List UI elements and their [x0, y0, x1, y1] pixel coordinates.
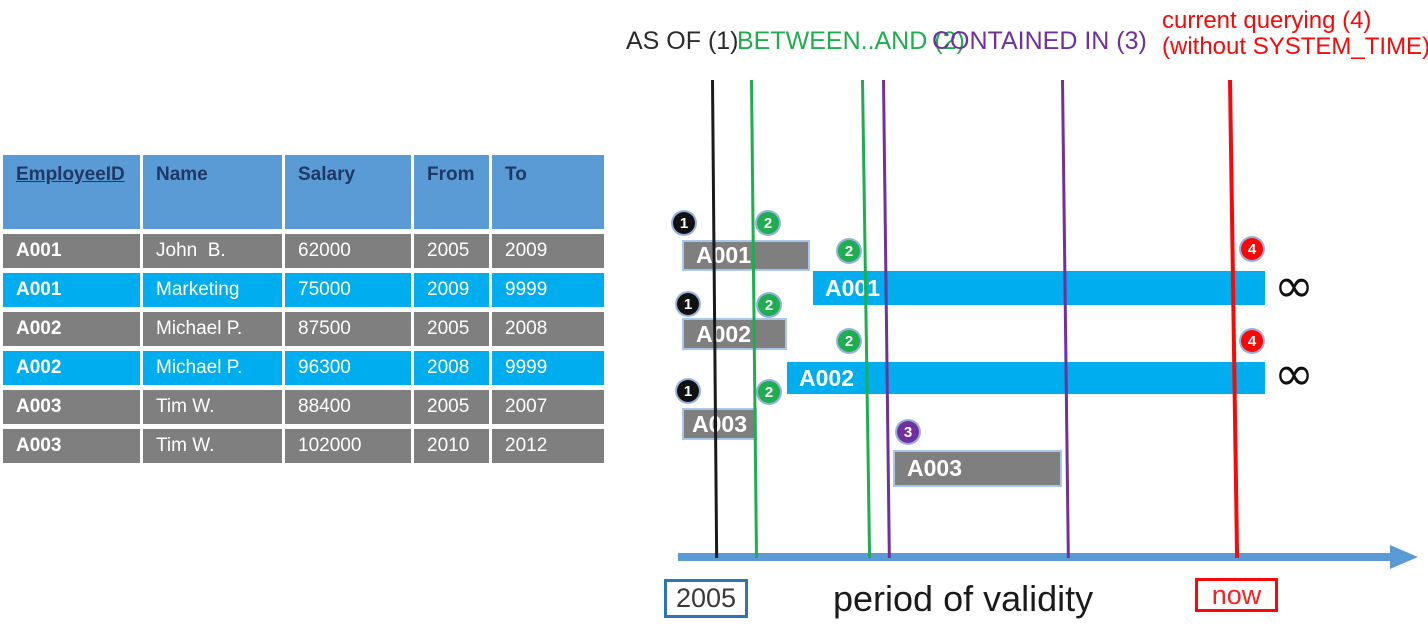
badge-3: 3 [897, 421, 919, 443]
column-header-name: Name [143, 155, 282, 229]
contained-end-line [1061, 79, 1070, 558]
column-header-from: From [414, 155, 489, 229]
bar-label: A001 [825, 274, 880, 301]
legend-between-and: BETWEEN..AND (2) [737, 27, 965, 55]
table-row: A002 Michael P. 87500 2005 2008 [3, 312, 604, 346]
bar-label: A003 [907, 455, 962, 481]
badge-2: 2 [757, 212, 779, 234]
cell-to: 2007 [492, 390, 604, 424]
cell-employeeid: A001 [3, 273, 140, 307]
table-row: A002 Michael P. 96300 2008 9999 [3, 351, 604, 385]
legend-current-querying: current querying (4) (without SYSTEM_TIM… [1162, 8, 1428, 60]
infinity-icon: ∞ [1274, 346, 1314, 402]
now-line [1228, 79, 1240, 558]
cell-salary: 87500 [285, 312, 411, 346]
period-bar-a002-old: A002 [682, 318, 787, 350]
period-bar-a001-old: A001 [682, 240, 810, 271]
badge-1: 1 [677, 293, 699, 315]
cell-name: Michael P. [143, 312, 282, 346]
cell-salary: 62000 [285, 234, 411, 268]
badge-2: 2 [758, 381, 780, 403]
cell-from: 2010 [414, 429, 489, 463]
cell-name: John B. [143, 234, 282, 268]
cell-salary: 102000 [285, 429, 411, 463]
axis-now-label: now [1195, 578, 1278, 612]
bar-label: A002 [799, 364, 854, 391]
badge-4: 4 [1241, 330, 1263, 352]
table-header-row: EmployeeID Name Salary From To [3, 155, 604, 229]
period-bar-a003-old: A003 [682, 408, 757, 440]
period-bar-a001-current: A001 [813, 271, 1265, 305]
cell-to: 2009 [492, 234, 604, 268]
cell-name: Tim W. [143, 390, 282, 424]
legend-as-of: AS OF (1) [626, 27, 739, 55]
period-bar-a002-current: A002 [787, 362, 1265, 394]
legend-current-querying-line2: (without SYSTEM_TIME) [1162, 33, 1428, 60]
legend-current-querying-line1: current querying (4) [1162, 7, 1372, 34]
badge-2: 2 [758, 294, 780, 316]
cell-to: 9999 [492, 273, 604, 307]
between-end-line [861, 79, 872, 558]
column-header-to: To [492, 155, 604, 229]
cell-from: 2008 [414, 351, 489, 385]
column-header-employeeid: EmployeeID [3, 155, 140, 229]
cell-name: Tim W. [143, 429, 282, 463]
cell-employeeid: A002 [3, 312, 140, 346]
cell-from: 2005 [414, 234, 489, 268]
cell-from: 2005 [414, 312, 489, 346]
cell-to: 9999 [492, 351, 604, 385]
legend-contained-in: CONTAINED IN (3) [932, 27, 1147, 55]
cell-salary: 75000 [285, 273, 411, 307]
badge-2: 2 [838, 240, 860, 262]
cell-name: Michael P. [143, 351, 282, 385]
table-row: A003 Tim W. 88400 2005 2007 [3, 390, 604, 424]
badge-1: 1 [673, 212, 695, 234]
badge-1: 1 [677, 380, 699, 402]
cell-from: 2005 [414, 390, 489, 424]
table-row: A001 Marketing 75000 2009 9999 [3, 273, 604, 307]
bar-label: A002 [696, 320, 751, 347]
cell-to: 2008 [492, 312, 604, 346]
contained-start-line [882, 79, 891, 558]
axis-start-label: 2005 [664, 579, 748, 618]
bar-label: A003 [692, 410, 747, 437]
cell-name: Marketing [143, 273, 282, 307]
table-row: A001 John B. 62000 2005 2009 [3, 234, 604, 268]
table-row: A003 Tim W. 102000 2010 2012 [3, 429, 604, 463]
axis-title: period of validity [833, 578, 1094, 619]
badge-2: 2 [838, 330, 860, 352]
time-axis-arrowhead [1390, 545, 1418, 569]
infinity-icon: ∞ [1274, 258, 1314, 314]
cell-to: 2012 [492, 429, 604, 463]
cell-employeeid: A003 [3, 429, 140, 463]
cell-salary: 88400 [285, 390, 411, 424]
column-header-salary: Salary [285, 155, 411, 229]
cell-from: 2009 [414, 273, 489, 307]
time-axis [678, 553, 1392, 561]
badge-4: 4 [1241, 238, 1263, 260]
cell-employeeid: A003 [3, 390, 140, 424]
cell-employeeid: A002 [3, 351, 140, 385]
cell-employeeid: A001 [3, 234, 140, 268]
period-bar-a003-second: A003 [893, 450, 1062, 487]
cell-salary: 96300 [285, 351, 411, 385]
bar-label: A001 [696, 242, 751, 268]
